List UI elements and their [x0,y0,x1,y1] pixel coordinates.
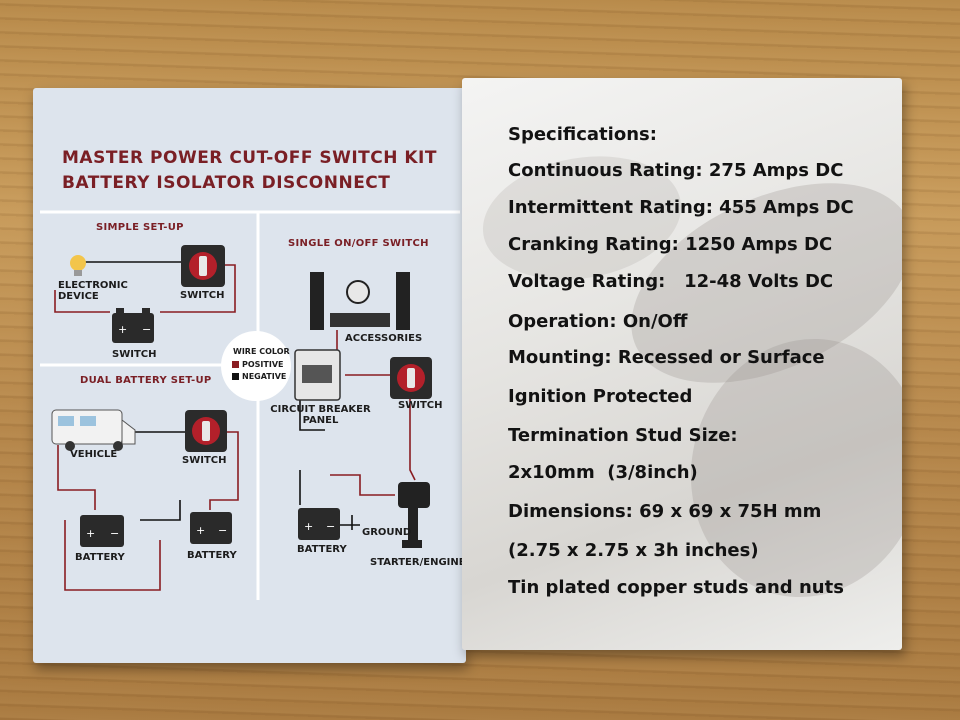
svg-text:+: + [86,527,95,540]
simple-wire-red-1 [160,264,236,313]
dual-wire-red-3 [64,520,161,591]
label-single-battery: BATTERY [297,544,347,555]
legend-negative: NEGATIVE [232,372,286,381]
leaflet-right-page [462,78,902,650]
svg-text:−: − [110,527,119,540]
spotlight-icon [346,280,370,304]
positive-swatch [232,361,239,368]
rv-vehicle-icon [51,409,123,445]
wire-color-title: WIRE COLOR [233,347,290,356]
label-battery-2: BATTERY [187,550,237,561]
speaker-icon [396,272,410,330]
label-simple-battery: SWITCH [112,349,157,360]
label-dual-switch: SWITCH [182,455,227,466]
spec-line: Intermittent Rating: 455 Amps DC [508,197,854,218]
speaker-icon [310,272,324,330]
dual-wire-red-2 [209,431,239,510]
label-starter-engine: STARTER/ENGINE [370,557,466,568]
legend-positive-label: POSITIVE [242,360,284,369]
label-single-switch: SWITCH [398,400,443,411]
label-vehicle: VEHICLE [70,449,118,460]
dual-wire-red-1 [57,445,96,510]
spec-line: Operation: On/Off [508,311,688,332]
svg-text:+: + [304,520,313,533]
spec-line: (2.75 x 2.75 x 3h inches) [508,540,759,561]
spec-line: Continuous Rating: 275 Amps DC [508,160,844,181]
spec-line: Ignition Protected [508,386,693,407]
label-battery-1: BATTERY [75,552,125,563]
svg-text:+: + [196,524,205,537]
single-wire-red-4 [330,474,395,496]
simple-wire-red-2 [54,290,110,313]
legend-negative-label: NEGATIVE [242,372,287,381]
svg-text:−: − [218,524,227,537]
battery-icon [80,515,124,547]
spec-line: Voltage Rating: 12-48 Volts DC [508,271,834,292]
leaflet-title-line1: MASTER POWER CUT-OFF SWITCH KIT [62,148,437,168]
svg-text:+: + [118,323,127,336]
single-wire-red-3 [409,395,416,481]
battery-icon [190,512,232,544]
panel-label-single: SINGLE ON/OFF SWITCH [288,238,429,249]
spec-line: Dimensions: 69 x 69 x 75H mm [508,501,822,522]
battery-icon [112,313,154,343]
leaflet-title-line2: BATTERY ISOLATOR DISCONNECT [62,173,391,193]
leaflet-title: MASTER POWER CUT-OFF SWITCH KIT BATTERY … [62,146,437,196]
panel-label-dual: DUAL BATTERY SET-UP [80,375,212,386]
simple-wire-black [77,261,190,270]
svg-text:−: − [142,323,151,336]
legend-positive: POSITIVE [232,360,284,369]
lightbulb-base [74,270,82,276]
spec-line: Tin plated copper studs and nuts [508,577,844,598]
dual-wire-black-2 [140,500,181,521]
label-accessories: ACCESSORIES [345,333,423,344]
stereo-icon [330,313,390,327]
battery-icon [298,508,340,540]
label-ground: GROUND [362,527,412,538]
label-breaker-panel: CIRCUIT BREAKER PANEL [270,404,371,426]
svg-text:−: − [326,520,335,533]
negative-swatch [232,373,239,380]
spec-line: Cranking Rating: 1250 Amps DC [508,234,833,255]
outboard-engine-icon [398,482,430,508]
label-electronic-device: ELECTRONIC DEVICE [58,280,128,302]
label-simple-switch: SWITCH [180,290,225,301]
panel-label-simple: SIMPLE SET-UP [96,222,184,233]
single-wire-black-1 [299,400,325,431]
spec-line: 2x10mm (3/8inch) [508,462,698,483]
spec-line: Termination Stud Size: [508,425,738,446]
lightbulb-icon [70,255,86,271]
spec-heading: Specifications: [508,124,657,145]
spec-line: Mounting: Recessed or Surface [508,347,825,368]
